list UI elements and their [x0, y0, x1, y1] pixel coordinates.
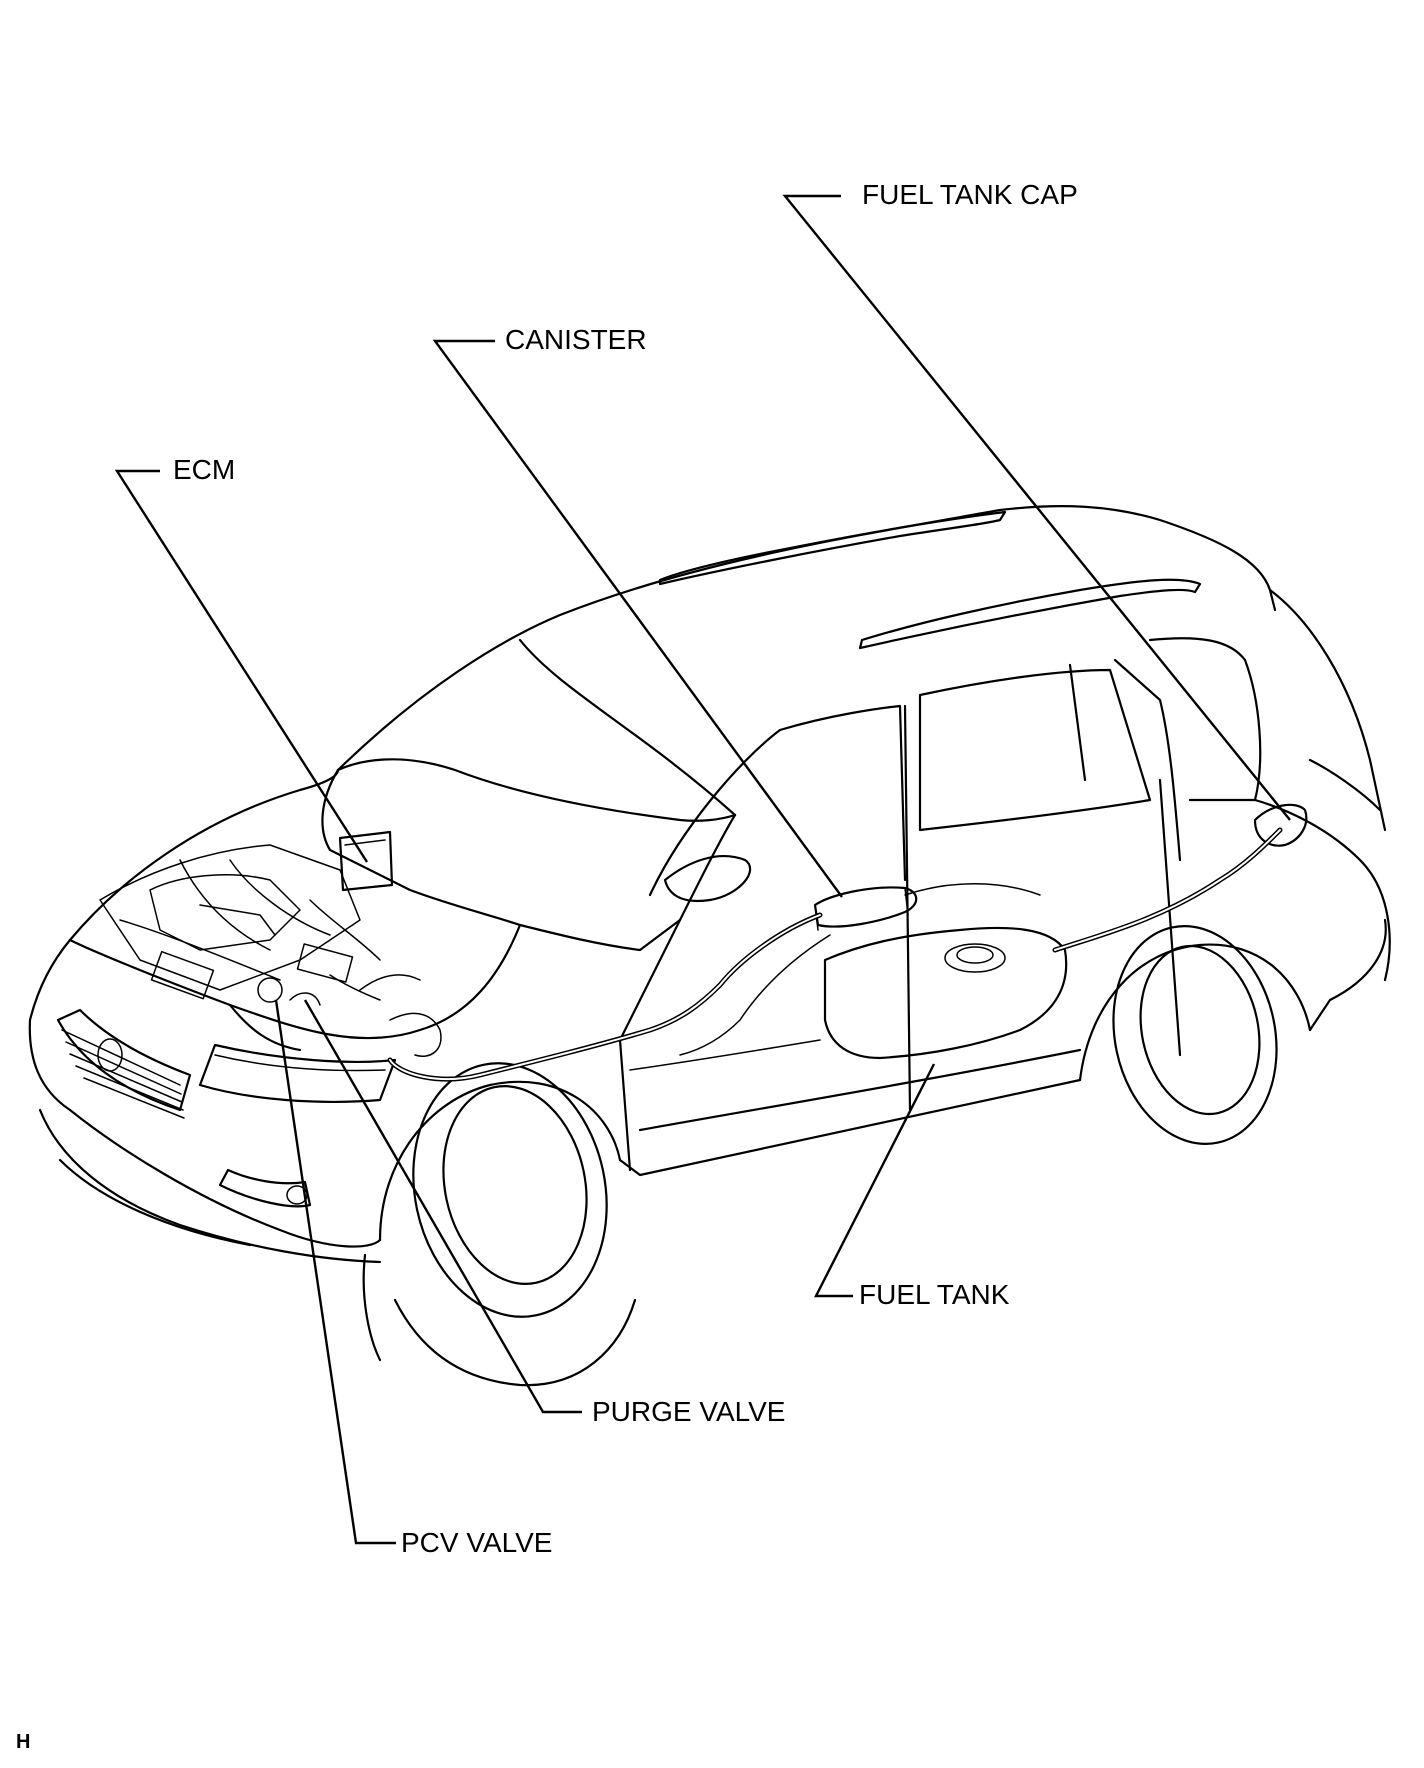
pcv-valve-leader — [274, 999, 396, 1545]
vehicle-body — [28, 505, 1391, 1387]
purge-valve-label: PURGE VALVE — [592, 1396, 786, 1427]
leader-lines — [114, 194, 1291, 1545]
canister-label: CANISTER — [505, 324, 647, 355]
engine-bay — [99, 844, 421, 1003]
fuel-system — [289, 827, 1283, 1082]
canister-leader — [432, 339, 843, 898]
corner-mark: H — [16, 1731, 31, 1753]
ecm-unit — [338, 830, 394, 892]
fuel-tank-cap-label: FUEL TANK CAP — [862, 179, 1078, 210]
ecm-label: ECM — [173, 454, 236, 485]
fuel-tank-leader — [814, 1063, 936, 1298]
fuel-tank-label: FUEL TANK — [859, 1279, 1010, 1310]
ecm-leader — [114, 469, 369, 863]
purge-valve-leader — [303, 999, 582, 1414]
fuel-tank-cap-leader — [782, 194, 1291, 821]
pcv-valve-label: PCV VALVE — [401, 1527, 553, 1558]
